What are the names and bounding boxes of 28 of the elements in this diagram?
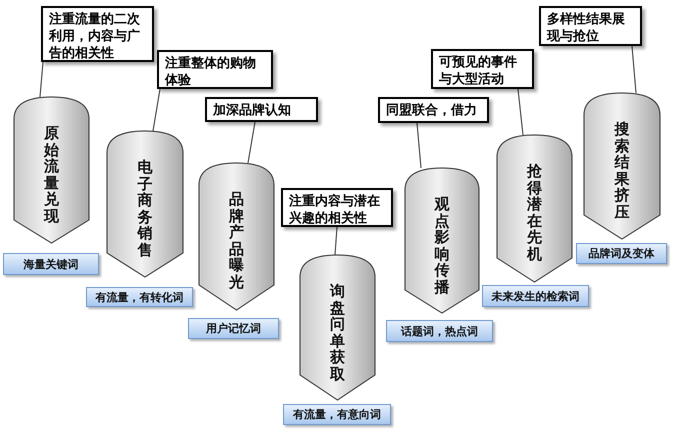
- leader-line: [248, 122, 256, 164]
- shape-label: 搜索结果挤压: [614, 121, 630, 220]
- keyword-tag: 用户记忆词: [188, 318, 279, 339]
- shape-label: 品牌产品曝光: [229, 191, 244, 290]
- shape-label: 电子商务销售: [138, 159, 152, 258]
- leader-line: [40, 62, 44, 98]
- leader-line: [152, 88, 160, 132]
- shape-label: 原始流量兑现: [44, 125, 59, 224]
- callout-box: 加深品牌认知: [205, 97, 318, 122]
- callout-box: 注重内容与潜在兴趣的相关性: [281, 188, 393, 227]
- keyword-tag: 有流量，有意向词: [283, 404, 391, 425]
- keyword-tag: 品牌词及变体: [576, 243, 667, 264]
- leader-line: [416, 122, 422, 168]
- callout-box: 多样性结果展现与抢位: [539, 6, 642, 46]
- shape-label: 抢得潜在先机: [527, 163, 542, 262]
- leader-line: [518, 88, 524, 136]
- keyword-tag: 话题词，热点词: [386, 320, 493, 342]
- callout-box: 注重整体的购物体验: [157, 50, 273, 89]
- leader-line: [632, 46, 636, 94]
- shape-label: 观点影响传播: [434, 196, 450, 295]
- leader-line: [334, 226, 338, 256]
- keyword-tag: 未来发生的检索词: [482, 285, 589, 307]
- shape-label: 询盘问单获取: [330, 283, 345, 382]
- callout-box: 可预见的事件与大型活动: [431, 49, 534, 89]
- callout-box: 同盟联合，借力: [378, 97, 489, 123]
- keyword-tag: 海量关键词: [3, 253, 99, 275]
- keyword-tag: 有流量，有转化词: [86, 287, 193, 307]
- callout-box: 注重流量的二次利用，内容与广告的相关性: [41, 6, 154, 62]
